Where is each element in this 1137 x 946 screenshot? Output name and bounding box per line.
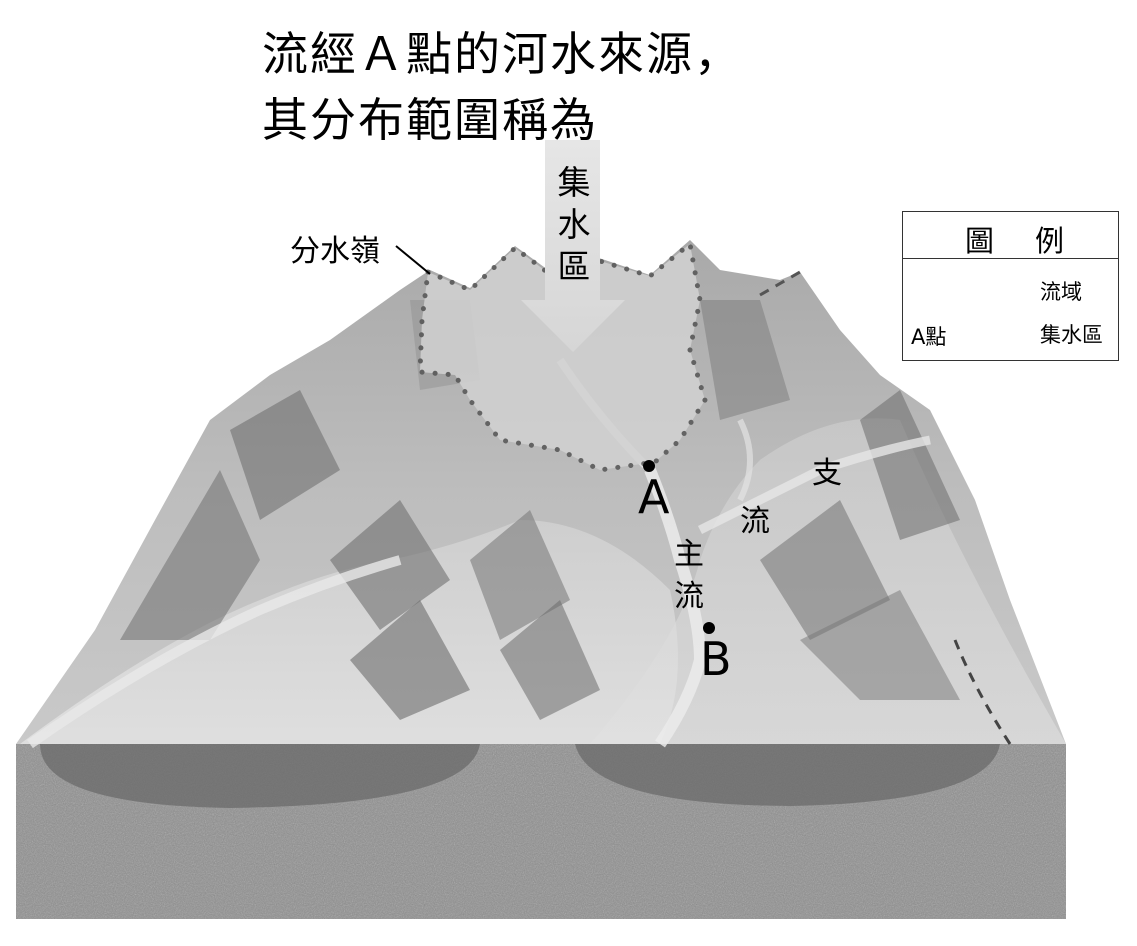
tributary-label-char-2: 流 [740, 504, 770, 539]
caption-line-2: 其分布範圍稱為 [262, 93, 598, 147]
legend-catchment-label: 集水區 [1040, 323, 1103, 347]
caption-line-1: 流經Ａ點的河水來源， [262, 27, 742, 81]
terrain-surface [16, 240, 1066, 749]
point-a-marker [643, 460, 655, 472]
main-stream-char: 流 [674, 579, 704, 614]
point-b-marker [703, 622, 715, 634]
soil-block [16, 744, 1066, 919]
arrow-label-char: 水 [557, 205, 591, 244]
tributary-label-char-1: 支 [812, 456, 842, 491]
legend-title: 圖 例 [903, 212, 1118, 259]
main-stream-char: 主 [674, 537, 704, 572]
legend-basin-label: 流域 [1040, 280, 1082, 304]
catchment-area [417, 239, 708, 473]
point-a-label: A [638, 470, 670, 524]
main-stream-label: 主 流 [672, 534, 706, 618]
legend-point-a-prefix: A點 [911, 325, 947, 349]
arrow-label-char: 區 [557, 247, 591, 286]
divide-leader-line [395, 245, 431, 275]
point-b-label: B [700, 632, 732, 686]
arrow-label-char: 集 [557, 163, 591, 202]
legend-title-char: 例 [1035, 224, 1065, 258]
legend-box: 圖 例 流域 A點 集水區 [902, 211, 1119, 361]
legend-title-char: 圖 [965, 224, 995, 258]
watershed-divide-label: 分水嶺 [290, 234, 380, 269]
arrow-label: 集 水 區 [548, 162, 600, 288]
catchment-arrow [521, 140, 625, 352]
basin-boundary-ridge [759, 270, 801, 297]
basin-boundary-line [953, 639, 1012, 745]
